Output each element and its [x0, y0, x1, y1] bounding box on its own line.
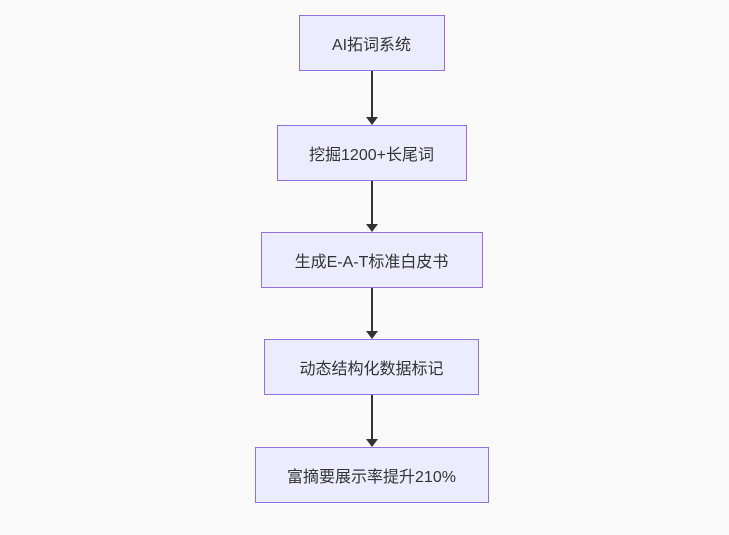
arrow-down-icon — [365, 224, 378, 232]
arrow-down-icon — [365, 439, 378, 447]
flow-node-label: 富摘要展示率提升210% — [287, 469, 456, 486]
arrow-line — [370, 395, 373, 439]
flow-node-structured-data-markup: 动态结构化数据标记 — [264, 339, 479, 395]
flowchart: AI拓词系统 挖掘1200+长尾词 生成E-A-T标准白皮书 动态结构化数据标记 — [7, 15, 729, 503]
arrow-down-icon — [365, 331, 378, 339]
flow-node-label: AI拓词系统 — [331, 37, 412, 54]
flow-node-label: 生成E-A-T标准白皮书 — [294, 254, 449, 271]
flow-node-ai-keyword-system: AI拓词系统 — [298, 15, 445, 71]
flow-node-longtail-mining: 挖掘1200+长尾词 — [276, 125, 467, 181]
arrow-line — [370, 71, 373, 117]
flow-node-label: 动态结构化数据标记 — [299, 361, 444, 378]
arrow-line — [370, 181, 373, 224]
arrow-line — [370, 288, 373, 331]
arrow-down-icon — [365, 117, 378, 125]
flow-arrow — [365, 288, 379, 339]
flow-node-rich-snippet-result: 富摘要展示率提升210% — [254, 447, 489, 503]
flow-arrow — [365, 71, 379, 125]
flow-node-eat-whitepaper: 生成E-A-T标准白皮书 — [260, 232, 483, 288]
flow-arrow — [365, 181, 379, 232]
flow-arrow — [365, 395, 379, 447]
flow-node-label: 挖掘1200+长尾词 — [309, 147, 434, 164]
